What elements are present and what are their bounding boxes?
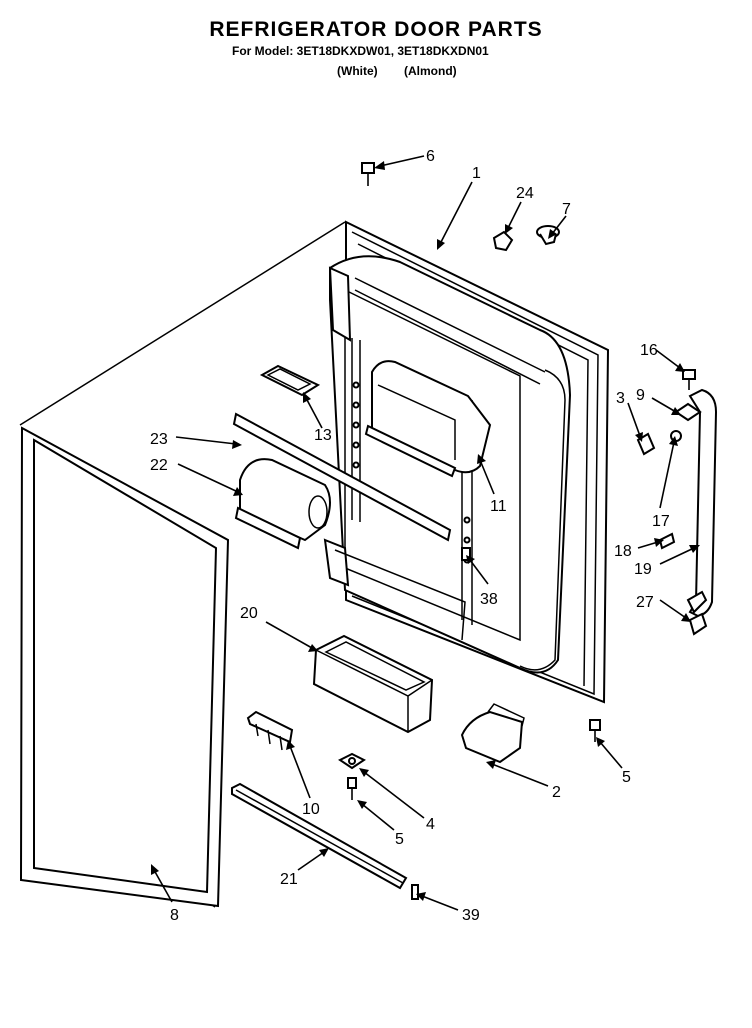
callout-38: 38: [480, 591, 498, 608]
callout-21: 21: [280, 871, 298, 888]
callout-22: 22: [150, 457, 168, 474]
color-almond-label: (Almond): [404, 64, 457, 78]
callout-39: 39: [462, 907, 480, 924]
door-stop: [492, 230, 514, 252]
top-screw: [361, 162, 375, 186]
handle-clip-small: [658, 532, 676, 550]
door-handle: [686, 388, 718, 636]
callout-8: 8: [170, 907, 179, 924]
diagram-title: REFRIGERATOR DOOR PARTS: [209, 18, 543, 41]
callout-19: 19: [634, 561, 652, 578]
door-gasket: [19, 426, 230, 908]
bracket: [246, 710, 294, 751]
callout-6: 6: [426, 148, 435, 165]
callout-labels: 1 2 3 4 5 5 6 7 8 9 10 11 13 16 17 18 19…: [150, 148, 670, 924]
callout-2: 2: [552, 784, 561, 801]
color-white-label: (White): [337, 64, 378, 78]
right-screw: [589, 719, 601, 742]
callout-5: 5: [622, 769, 631, 786]
callout-23: 23: [150, 431, 168, 448]
callout-27: 27: [636, 594, 654, 611]
callout-10: 10: [302, 801, 320, 818]
handle-clip: [674, 402, 702, 422]
dairy-compartment: [364, 360, 492, 478]
bin-stop: [461, 547, 471, 561]
callout-1: 1: [472, 165, 481, 182]
callout-13: 13: [314, 427, 332, 444]
callout-4: 4: [426, 816, 435, 833]
callout-3: 3: [616, 390, 625, 407]
bottom-strip: [231, 782, 408, 890]
callout-17: 17: [652, 513, 670, 530]
callout-24: 24: [516, 185, 534, 202]
callout-11: 11: [490, 498, 507, 515]
shelf-rail: [232, 412, 452, 542]
handle-screw: [682, 369, 696, 390]
callout-7: 7: [562, 201, 571, 218]
callout-20: 20: [240, 605, 258, 622]
bin-end-cap: [460, 703, 525, 764]
callout-9: 9: [636, 387, 645, 404]
callout-5b: 5: [395, 831, 404, 848]
hinge-pin-assembly: [338, 752, 366, 800]
butter-compartment: [234, 458, 331, 550]
door-bin: [312, 634, 434, 734]
model-line: For Model: 3ET18DKXDW01, 3ET18DKXDN01: [232, 44, 489, 58]
callout-18: 18: [614, 543, 632, 560]
leader-lines: [151, 155, 700, 911]
compartment-insert: [259, 364, 321, 397]
strip-end-screw: [411, 884, 419, 900]
callout-16: 16: [640, 342, 658, 359]
